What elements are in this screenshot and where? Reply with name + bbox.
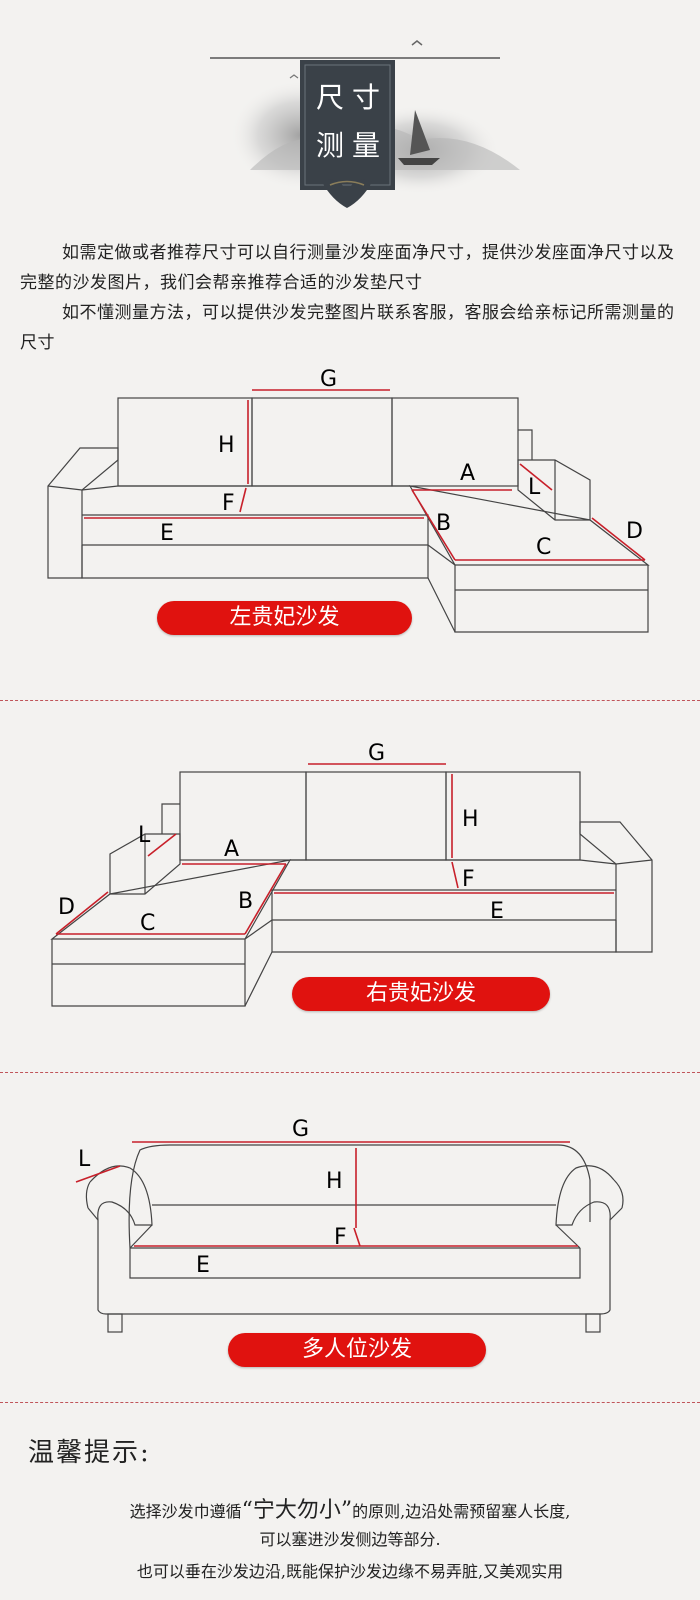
measure-label-l: L [138,823,151,848]
measure-label-h: H [326,1169,343,1194]
measure-label-g: G [320,367,337,392]
page-title: 尺 寸 测 量 [312,76,384,164]
measure-label-b: B [436,511,451,536]
tips-line: 选择沙发巾遵循“宁大勿小”的原则,边沿处需预留塞人长度, [0,1492,700,1524]
multi-seat-label: 多人位沙发 [228,1333,486,1367]
measure-label-g: G [292,1117,309,1142]
measure-label-e: E [490,899,504,924]
measure-label-l: L [78,1147,91,1172]
measure-label-d: D [626,519,643,544]
measure-label-h: H [218,433,235,458]
tips-text: 的原则,边沿处需预留塞人长度, [352,1502,571,1521]
measure-label-a: A [460,461,475,486]
measure-label-d: D [58,895,75,920]
right-chaise-label: 右贵妃沙发 [292,977,550,1011]
title-char: 量 [351,129,380,162]
multi-seat-diagram: G H F E L [75,1117,624,1333]
title-char: 尺 [315,81,344,114]
tips-line: 可以塞进沙发侧边等部分. [259,1530,441,1549]
section-divider [0,1402,700,1403]
measure-label-a: A [224,837,239,862]
section-divider [0,1072,700,1073]
tips-line: 也可以垂在沙发边沿,既能保护沙发边缘不易弄脏,又美观实用 [136,1562,564,1581]
measure-label-e: E [160,521,174,546]
left-chaise-label: 左贵妃沙发 [157,601,412,635]
measure-label-g: G [368,741,385,766]
measure-label-f: F [222,491,235,516]
ink-landscape-icon [210,40,520,208]
intro-paragraph: 如不懂测量方法，可以提供沙发完整图片联系客服，客服会给亲标记所需测量的尺寸 [20,303,675,353]
measure-label-b: B [238,889,253,914]
right-chaise-diagram: G H F E A L B C D [50,741,653,1007]
measure-label-h: H [462,807,479,832]
title-char: 测 [315,129,344,162]
measure-label-c: C [140,911,155,936]
header: 尺 寸 测 量 [0,0,700,230]
measure-label-f: F [334,1225,347,1250]
section-divider [0,700,700,701]
intro-text: 如需定做或者推荐尺寸可以自行测量沙发座面净尺寸，提供沙发座面净尺寸以及完整的沙发… [20,238,682,358]
left-chaise-diagram: G H F E A L B C D [47,367,650,633]
measure-label-l: L [528,475,541,500]
measure-label-c: C [536,535,551,560]
measure-label-f: F [462,867,475,892]
tips-title: 温馨提示: [28,1438,151,1468]
measure-label-e: E [196,1253,210,1278]
tips-quote: “宁大勿小” [241,1498,353,1523]
intro-paragraph: 如需定做或者推荐尺寸可以自行测量沙发座面净尺寸，提供沙发座面净尺寸以及完整的沙发… [20,243,675,293]
title-char: 寸 [351,81,380,114]
tips-text: 选择沙发巾遵循 [129,1502,242,1521]
